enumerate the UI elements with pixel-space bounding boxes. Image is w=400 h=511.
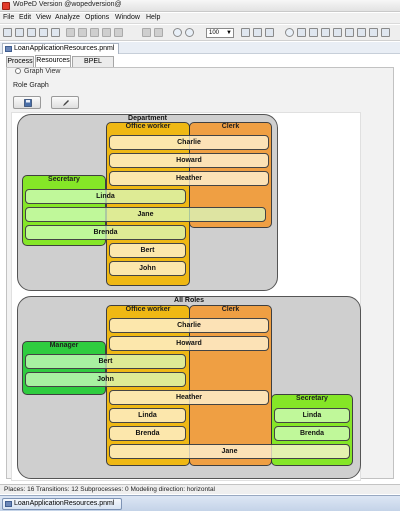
petri-net-file-icon bbox=[5, 46, 12, 52]
petri-net-file-icon bbox=[5, 501, 12, 507]
taskbar-item-label: LoanApplicationResources.pnml bbox=[14, 500, 115, 507]
person-jane[interactable]: Jane bbox=[25, 207, 266, 222]
zoom-in-icon[interactable] bbox=[173, 28, 182, 37]
title-bar: WoPeD Version @wopedversion@ bbox=[0, 0, 400, 12]
person-linda[interactable]: Linda bbox=[109, 408, 186, 423]
floppy-disk-icon bbox=[24, 99, 32, 107]
graph-view-option[interactable]: Graph View bbox=[15, 68, 60, 75]
menu-bar: File Edit View Analyze Options Window He… bbox=[0, 13, 400, 24]
document-tab-bar: LoanApplicationResources.pnml bbox=[0, 42, 400, 54]
taskbar-item[interactable]: LoanApplicationResources.pnml bbox=[2, 498, 122, 510]
person-bert[interactable]: Bert bbox=[109, 243, 186, 258]
copy-icon[interactable] bbox=[78, 28, 87, 37]
place-tool-icon[interactable] bbox=[285, 28, 294, 37]
redo-icon[interactable] bbox=[114, 28, 123, 37]
open-folder-icon[interactable] bbox=[15, 28, 24, 37]
edit-graph-button[interactable] bbox=[51, 96, 79, 109]
group-icon[interactable] bbox=[142, 28, 151, 37]
and-join-tool-icon[interactable] bbox=[321, 28, 330, 37]
role-title: Clerk bbox=[221, 306, 240, 313]
pencil-icon bbox=[63, 100, 69, 106]
person-brenda[interactable]: Brenda bbox=[274, 426, 350, 441]
document-tab-label: LoanApplicationResources.pnml bbox=[14, 45, 115, 52]
role-title: Office worker bbox=[125, 306, 171, 313]
person-brenda[interactable]: Brenda bbox=[109, 426, 186, 441]
person-heather[interactable]: Heather bbox=[109, 171, 269, 186]
role-title: Clerk bbox=[221, 123, 240, 130]
person-linda[interactable]: Linda bbox=[25, 189, 186, 204]
grid-icon[interactable] bbox=[253, 28, 262, 37]
person-heather[interactable]: Heather bbox=[109, 390, 269, 405]
graph-view-label: Graph View bbox=[24, 68, 61, 75]
person-charlie[interactable]: Charlie bbox=[109, 135, 269, 150]
save-icon[interactable] bbox=[27, 28, 36, 37]
person-charlie[interactable]: Charlie bbox=[109, 318, 269, 333]
tab-resources[interactable]: Resources bbox=[35, 55, 71, 67]
trigger-tool-icon[interactable] bbox=[369, 28, 378, 37]
transition-tool-icon[interactable] bbox=[297, 28, 306, 37]
person-john[interactable]: John bbox=[25, 372, 186, 387]
person-linda[interactable]: Linda bbox=[274, 408, 350, 423]
and-split-tool-icon[interactable] bbox=[309, 28, 318, 37]
xor-join-tool-icon[interactable] bbox=[345, 28, 354, 37]
save-as-icon[interactable] bbox=[39, 28, 48, 37]
tab-bpel-preview[interactable]: BPEL Preview bbox=[72, 56, 114, 75]
zoom-value: 100 bbox=[209, 30, 220, 36]
resources-panel: Graph View Role Graph Department Office … bbox=[6, 67, 394, 481]
menu-options[interactable]: Options bbox=[85, 14, 110, 21]
menu-window[interactable]: Window bbox=[115, 14, 140, 21]
subprocess-tool-icon[interactable] bbox=[357, 28, 366, 37]
role-title: Secretary bbox=[48, 176, 80, 183]
person-howard[interactable]: Howard bbox=[109, 153, 269, 168]
person-john[interactable]: John bbox=[109, 261, 186, 276]
window-title: WoPeD Version @wopedversion@ bbox=[13, 1, 122, 8]
overview-icon[interactable] bbox=[265, 28, 274, 37]
close-file-icon[interactable] bbox=[51, 28, 60, 37]
new-file-icon[interactable] bbox=[3, 28, 12, 37]
menu-edit[interactable]: Edit bbox=[19, 14, 32, 21]
radio-icon[interactable] bbox=[15, 68, 21, 75]
undo-icon[interactable] bbox=[102, 28, 111, 37]
paste-icon[interactable] bbox=[90, 28, 99, 37]
person-bert[interactable]: Bert bbox=[25, 354, 186, 369]
toolbar: 100 ▼ bbox=[0, 25, 400, 41]
menu-analyze[interactable]: Analyze bbox=[55, 14, 80, 21]
role-title: Secretary bbox=[296, 395, 328, 402]
menu-help[interactable]: Help bbox=[146, 14, 161, 21]
zoom-out-icon[interactable] bbox=[185, 28, 194, 37]
chevron-down-icon: ▼ bbox=[226, 30, 232, 36]
person-brenda[interactable]: Brenda bbox=[25, 225, 186, 240]
person-howard[interactable]: Howard bbox=[109, 336, 269, 351]
menu-view[interactable]: View bbox=[36, 14, 52, 21]
role-title: Manager bbox=[49, 342, 79, 349]
woped-app-icon bbox=[2, 2, 10, 10]
taskbar: LoanApplicationResources.pnml bbox=[0, 495, 400, 511]
save-graph-button[interactable] bbox=[13, 96, 41, 109]
zoom-select[interactable]: 100 ▼ bbox=[206, 28, 234, 38]
layout-icon[interactable] bbox=[241, 28, 250, 37]
container-title: All Roles bbox=[174, 297, 204, 304]
cut-icon[interactable] bbox=[66, 28, 75, 37]
document-tab[interactable]: LoanApplicationResources.pnml bbox=[2, 43, 120, 54]
role-graph-label: Role Graph bbox=[13, 82, 49, 89]
tab-process[interactable]: Process bbox=[6, 56, 34, 67]
ungroup-icon[interactable] bbox=[154, 28, 163, 37]
xor-split-tool-icon[interactable] bbox=[333, 28, 342, 37]
resource-tool-icon[interactable] bbox=[381, 28, 390, 37]
role-title: Office worker bbox=[125, 123, 171, 130]
menu-file[interactable]: File bbox=[3, 14, 15, 21]
status-bar: Places: 16 Transitions: 12 Subprocesses:… bbox=[0, 484, 400, 494]
container-title: Department bbox=[128, 115, 167, 122]
person-jane[interactable]: Jane bbox=[109, 444, 350, 459]
role-graph-canvas: Department Office worker Clerk Secretary… bbox=[11, 112, 361, 481]
